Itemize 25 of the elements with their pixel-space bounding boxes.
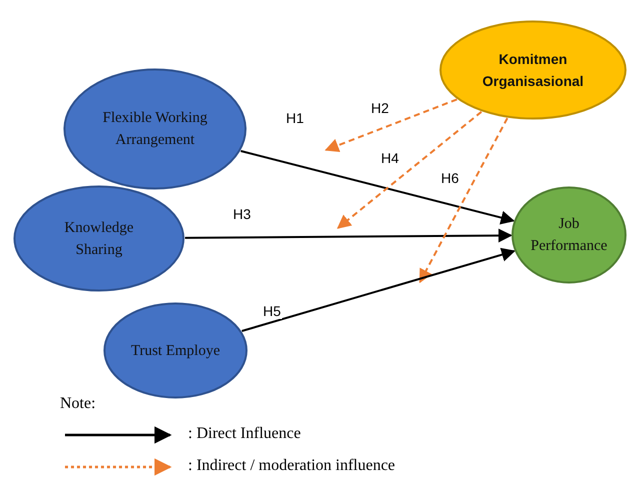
node-label: Flexible Working Arrangement [102,109,208,150]
ellipse-node [13,185,185,292]
legend-text: : Indirect / moderation influence [188,456,396,476]
ellipse-node [103,302,248,399]
ellipse-node [511,186,627,284]
arrow [242,248,516,332]
edge-label: H6 [440,170,460,186]
edge-label: H3 [232,206,252,222]
edge-label: H4 [380,150,400,166]
note-label: Note: [60,394,96,414]
legend-text: : Direct Influence [188,424,301,444]
ellipse-node [439,20,627,120]
arrow [184,228,512,243]
edge-label: H2 [370,100,390,116]
dashed-arrow [336,111,482,229]
dashed-arrow [419,118,508,284]
arrow [240,150,515,224]
node-label: Trust Employe [130,342,220,360]
edge-label: H5 [262,303,282,319]
dashed-arrow [324,98,458,152]
ellipse-node [63,68,247,190]
edge-label: H1 [285,110,305,126]
node-label: Komitmen Organisasional [481,50,585,91]
node-label: Knowledge Sharing [63,218,135,260]
node-label: Job Performance [530,215,608,256]
